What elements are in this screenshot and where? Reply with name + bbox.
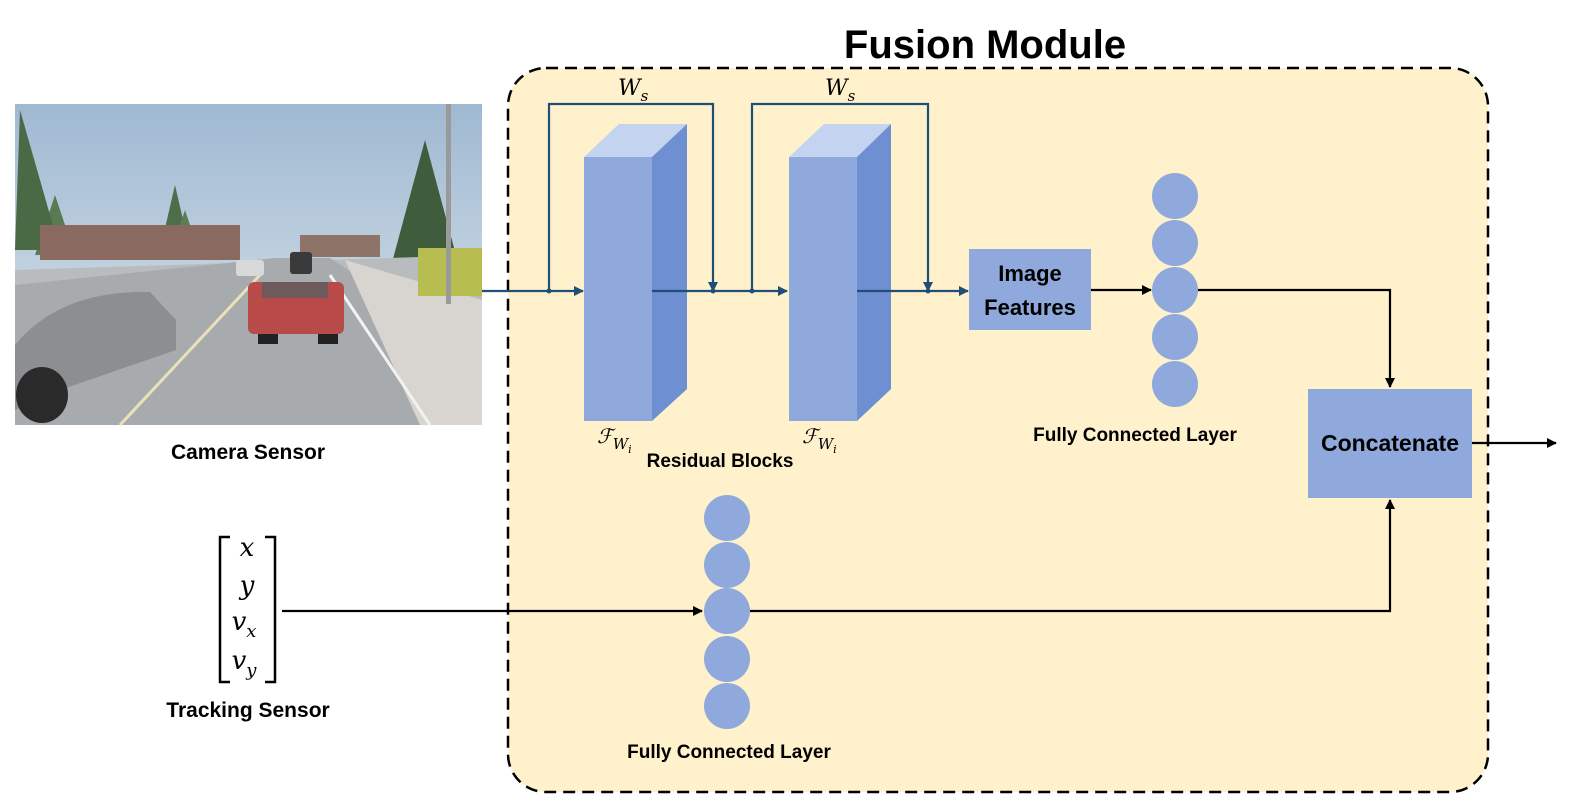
camera-image [15,104,482,427]
fc-top-node [1152,314,1198,360]
fc-bottom-node [704,495,750,541]
block-label-2: ℱWi [802,424,837,456]
fc-top-label: Fully Connected Layer [1033,425,1237,446]
junction-dots [546,288,931,294]
block-label-1: ℱWi [597,424,632,456]
residual-block-2 [789,124,891,421]
fc-top-node [1152,173,1198,219]
fc-bottom-nodes [704,495,750,729]
fc-bottom-node [704,683,750,729]
fc-bottom-node [704,588,750,634]
fc-bottom-label: Fully Connected Layer [627,742,831,763]
fc-top-node [1152,361,1198,407]
concatenate-label: Concatenate [1321,430,1459,456]
image-features-box: Image Features [969,249,1091,330]
vector-vx: vx [232,607,257,642]
tracking-sensor-label: Tracking Sensor [166,699,329,722]
image-features-line1: Image [998,261,1062,286]
fc-top-nodes [1152,173,1198,407]
camera-sensor-label: Camera Sensor [171,441,325,464]
vector-vy: vy [232,646,258,681]
black-connectors [282,285,1557,616]
fc-bottom-node [704,542,750,588]
image-features-line2: Features [984,295,1076,320]
fc-top-node [1152,267,1198,313]
vector-x: x [240,533,255,563]
fc-bottom-node [704,636,750,682]
vector-y: y [239,571,255,601]
skip-label-2: Ws [825,76,856,105]
fc-top-node [1152,220,1198,266]
residual-blocks-label: Residual Blocks [647,451,794,472]
fusion-module-title: Fusion Module [844,23,1126,67]
skip-label-1: Ws [618,76,649,105]
tracking-vector: x y vx vy [218,533,277,684]
concatenate-box: Concatenate [1308,389,1472,498]
residual-block-1 [584,124,687,421]
